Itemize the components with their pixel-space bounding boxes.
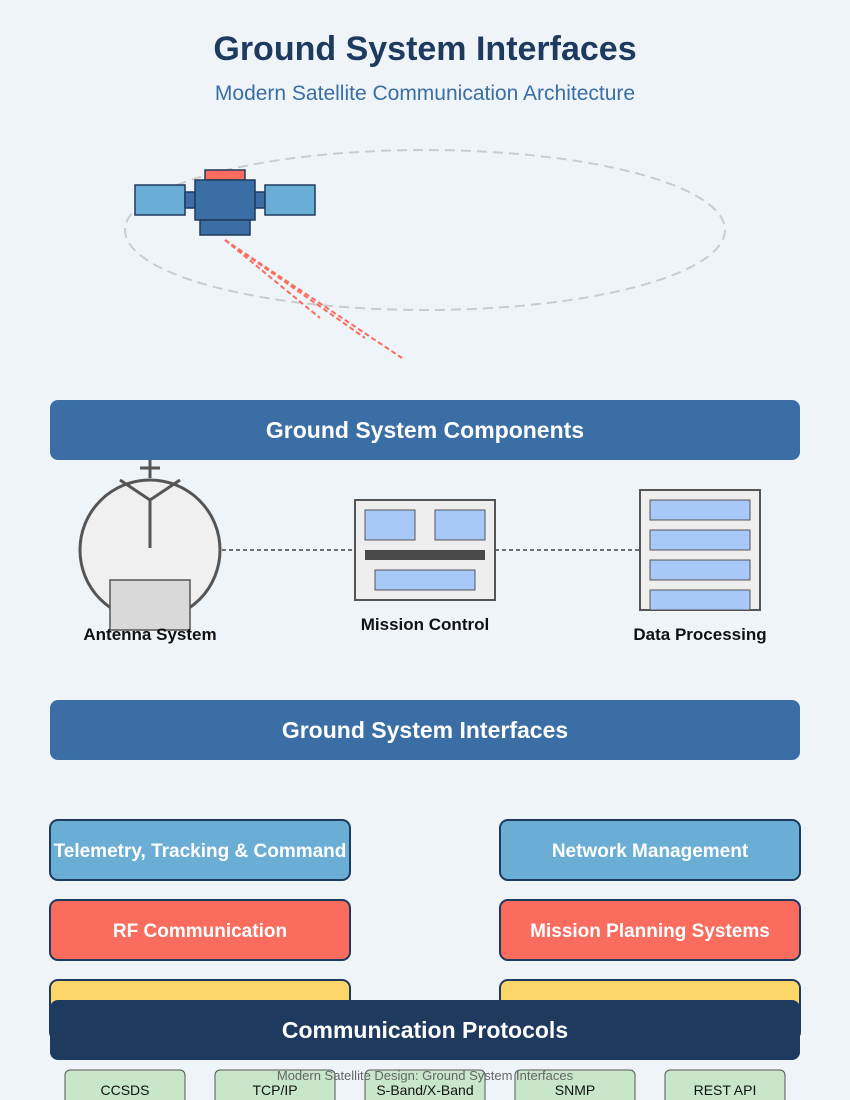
antenna-icon — [78, 460, 222, 631]
protocol-chip: REST API — [664, 1069, 786, 1100]
components-banner — [50, 400, 800, 460]
protocol-rest-label: REST API — [694, 1082, 757, 1098]
footer-caption: Modern Satellite Design: Ground System I… — [277, 1068, 574, 1083]
protocol-band-label: S-Band/X-Band — [376, 1082, 473, 1098]
protocol-chip: SNMP — [514, 1069, 636, 1100]
interfaces-banner — [50, 700, 800, 760]
interfaces-banner-title: Ground System Interfaces — [282, 717, 568, 743]
server-rack-icon — [639, 489, 761, 611]
interface-ttc — [49, 819, 351, 881]
protocol-chip: S-Band/X-Band — [364, 1069, 486, 1100]
solar-panel-left — [134, 184, 186, 216]
components-banner-title: Ground System Components — [266, 417, 584, 443]
protocol-chip: TCP/IP — [214, 1069, 336, 1100]
protocol-snmp-label: SNMP — [555, 1082, 595, 1098]
interface-network-management — [499, 819, 801, 881]
interface-network-management-label: Network Management — [552, 841, 749, 862]
solar-panel-right — [264, 184, 316, 216]
interface-ttc-label: Telemetry, Tracking & Command — [54, 841, 347, 862]
page-title: Ground System Interfaces — [213, 30, 636, 68]
antenna-system-label: Antenna System — [83, 625, 216, 644]
protocol-ccsds-label: CCSDS — [100, 1082, 149, 1098]
satellite-body — [194, 179, 256, 221]
protocols-banner-title: Communication Protocols — [282, 1017, 568, 1043]
interface-rf-communication — [49, 899, 351, 961]
mission-control-icon — [354, 499, 496, 601]
protocol-chip: CCSDS — [64, 1069, 186, 1100]
interface-rf-communication-label: RF Communication — [113, 921, 287, 942]
data-processing-label: Data Processing — [633, 625, 766, 644]
signal-beams — [224, 239, 403, 359]
page-subtitle: Modern Satellite Communication Architect… — [215, 82, 635, 105]
mission-control-label: Mission Control — [361, 615, 489, 634]
satellite-icon — [134, 169, 316, 236]
orbit-path — [124, 149, 726, 311]
protocol-tcpip-label: TCP/IP — [252, 1082, 297, 1098]
interface-mission-planning-label: Mission Planning Systems — [530, 921, 770, 942]
protocols-banner — [50, 1000, 800, 1060]
interface-mission-planning — [499, 899, 801, 961]
